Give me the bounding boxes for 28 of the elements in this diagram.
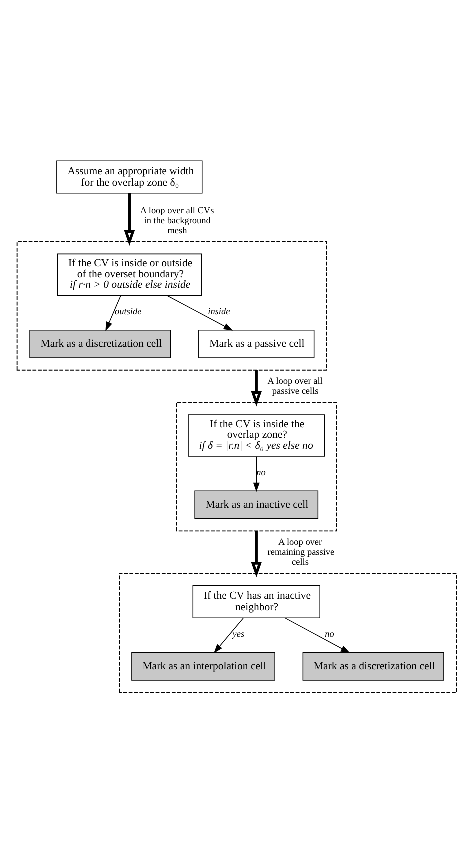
arrow [124, 192, 136, 246]
node-box: If the CV has an inactive neighbor? [192, 584, 320, 618]
arrow [251, 530, 262, 578]
arrow [284, 617, 350, 653]
cluster [119, 572, 458, 693]
cluster [16, 240, 328, 370]
edge-label: A loop over remaining passive cells [268, 536, 335, 567]
cluster [176, 402, 338, 532]
edge-label: no [325, 628, 334, 639]
node-box: If the CV is inside the overlap zone? if δ = |r.n| < δ₀ yes else no [188, 414, 326, 456]
arrow [251, 370, 262, 406]
node-box: Mark as a discretization cell [30, 329, 172, 358]
node-box: If the CV is inside or outside of the overset boundary? if r·n > 0 outside else inside [57, 253, 202, 296]
arrow [214, 617, 244, 653]
edge-label: no [256, 466, 266, 477]
edge-label: outside [115, 306, 142, 316]
node-box: Mark as an inactive cell [194, 490, 319, 519]
node-box: Mark as an interpolation cell [132, 652, 276, 680]
edge-label: A loop over all CVs in the background mesh [140, 204, 214, 235]
edge-label: A loop over all passive cells [268, 375, 323, 396]
arrow [106, 295, 122, 331]
arrow [253, 456, 260, 492]
arrow [167, 294, 234, 330]
edge-label: inside [208, 306, 230, 316]
edge-label: yes [232, 628, 245, 639]
node-box: Assume an appropriate width for the overlap zone δ₀ [56, 160, 203, 194]
node-box: Mark as a discretization cell [302, 652, 444, 680]
node-box: Mark as a passive cell [198, 329, 315, 358]
